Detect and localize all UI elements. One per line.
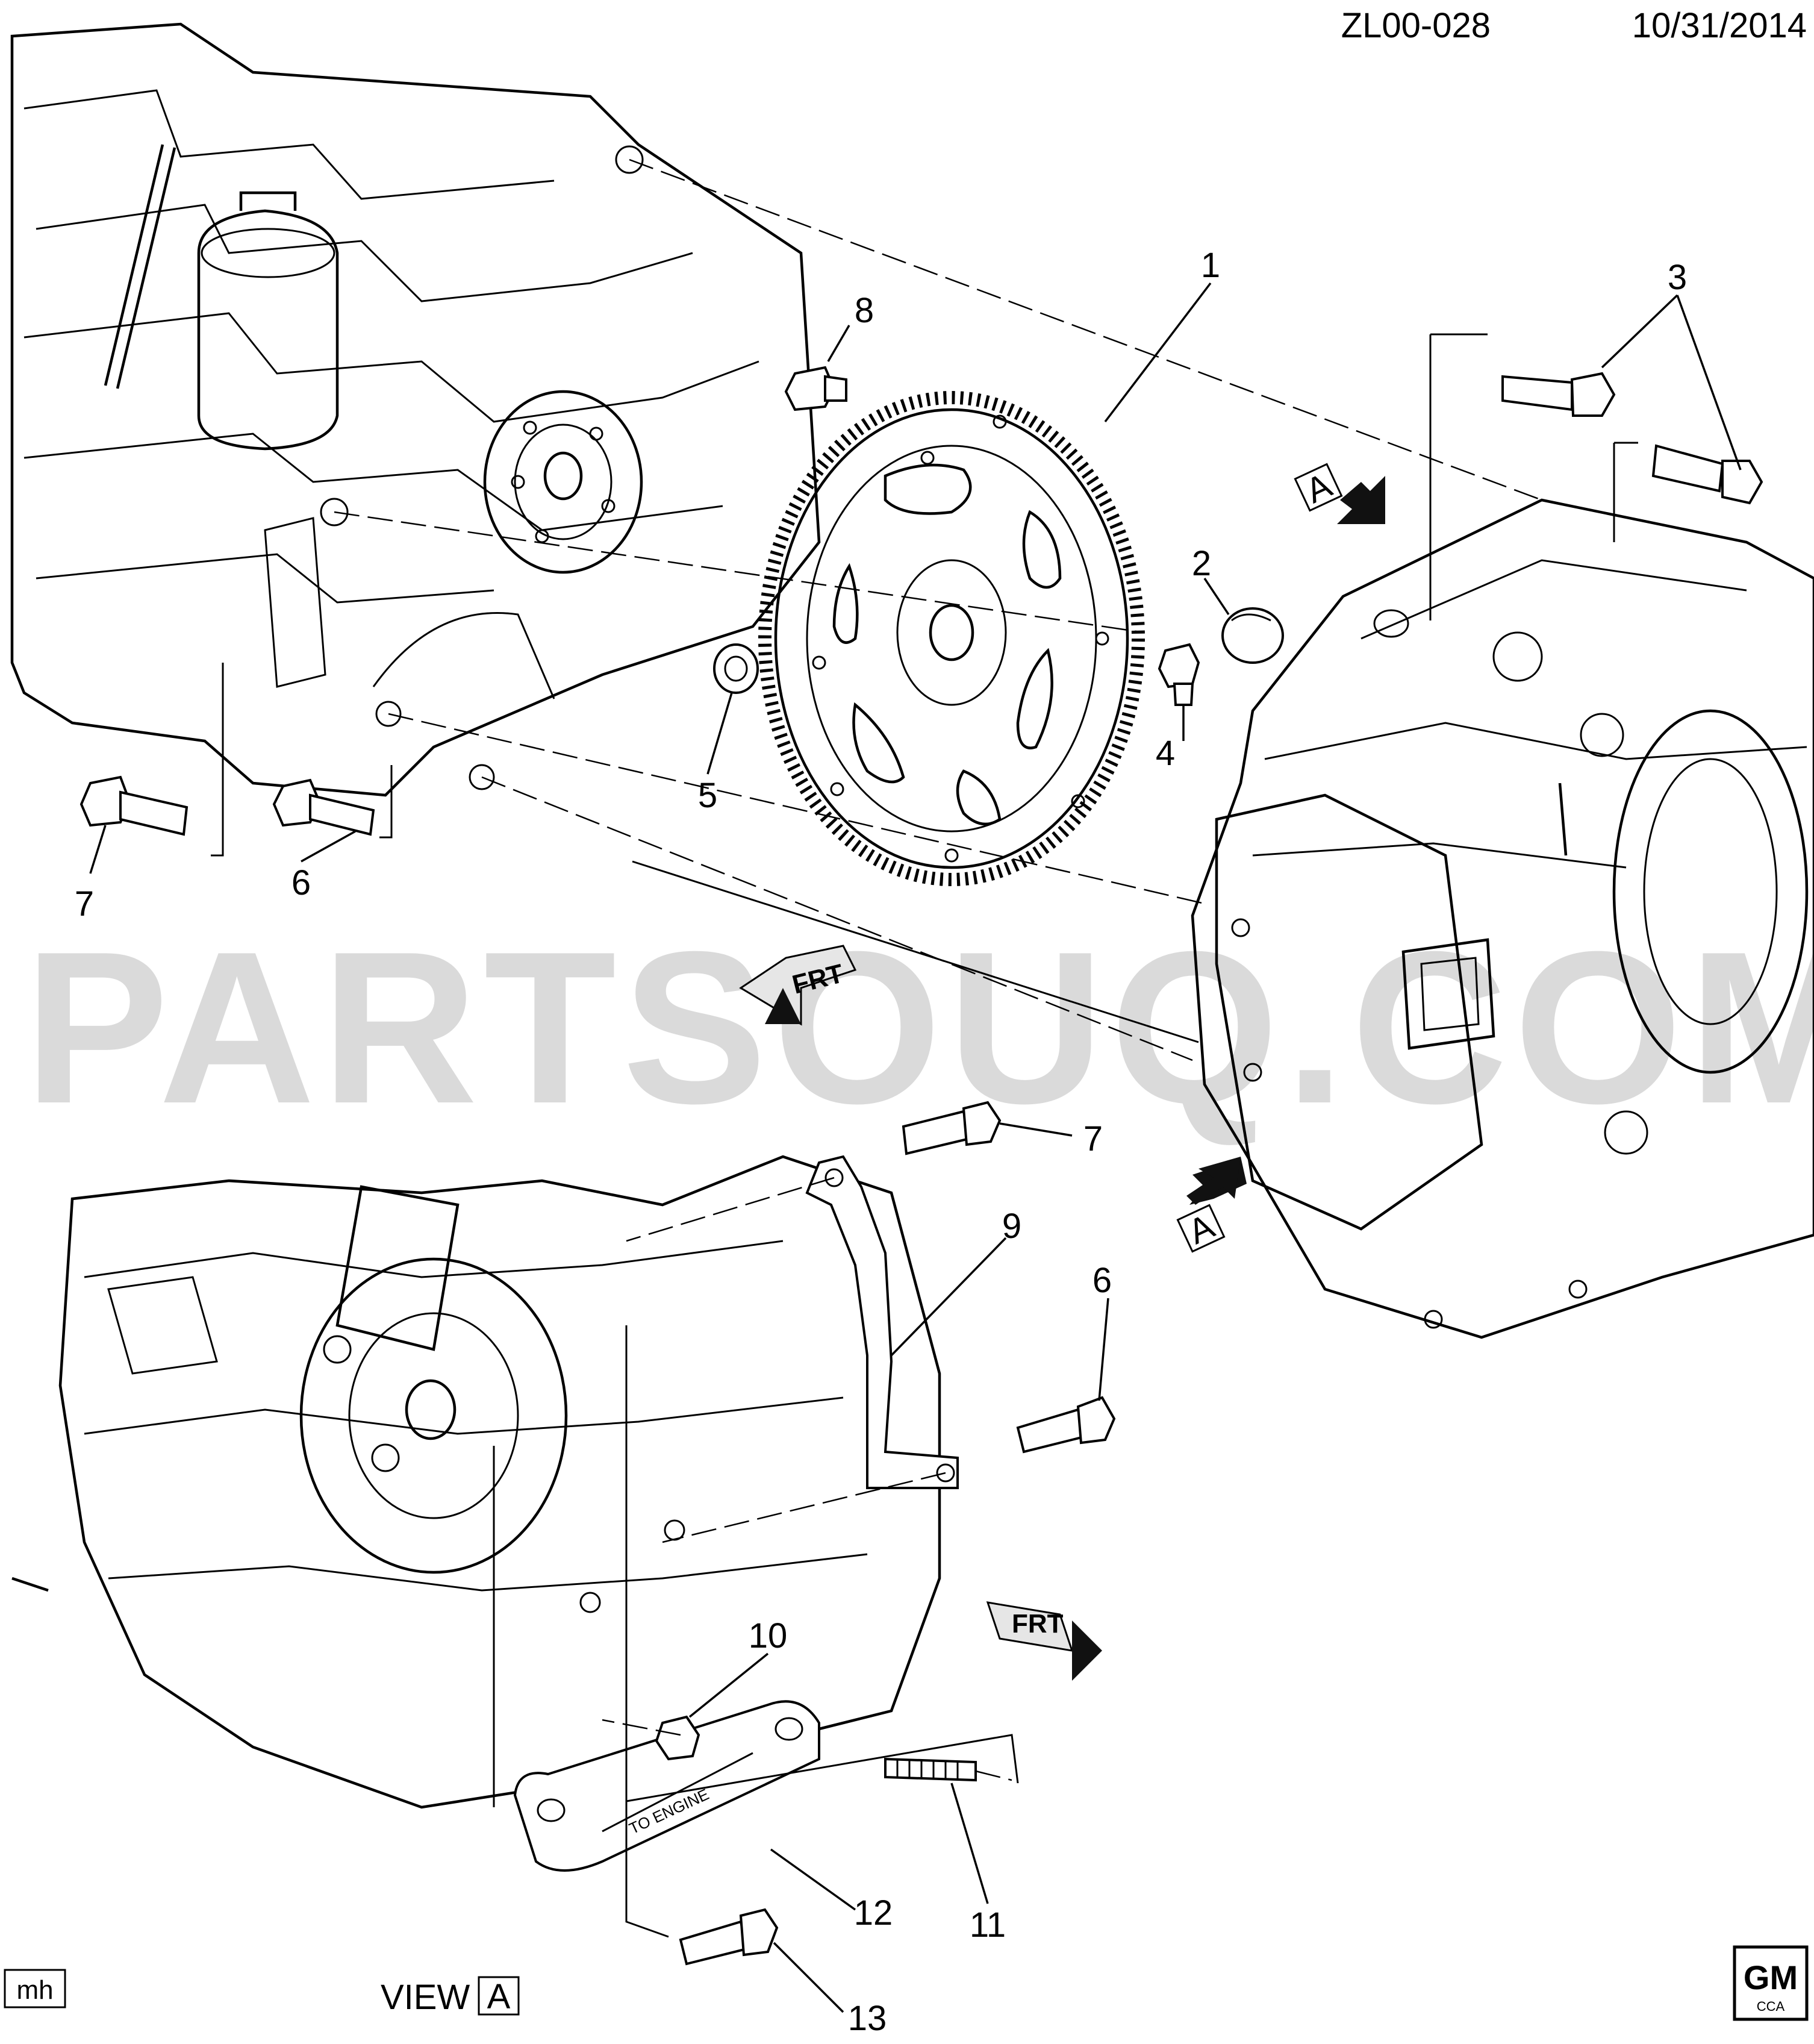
- bracket-9: [805, 1155, 959, 1489]
- bolt-6-lower: [1016, 1396, 1116, 1454]
- bushing-5: [713, 643, 759, 694]
- initials-box: [4, 1969, 66, 2008]
- watermark: PARTSOUQ.COM: [24, 907, 1814, 1149]
- callout-3: 3: [1668, 258, 1687, 297]
- gm-logo: [1733, 1945, 1809, 2021]
- callout-4: 4: [1156, 734, 1175, 773]
- callout-6-lower: 6: [1092, 1261, 1112, 1300]
- bolt-4: [1158, 643, 1200, 706]
- bolt-7-lower: [902, 1101, 1002, 1155]
- callout-7-lower: 7: [1083, 1119, 1103, 1158]
- frt-label-lower: FRT: [1012, 1609, 1064, 1639]
- callout-11: 11: [970, 1905, 1006, 1945]
- callout-12: 12: [854, 1893, 893, 1933]
- bolt-6-upper: [272, 778, 375, 836]
- callout-13: 13: [848, 1999, 887, 2038]
- view-letter-box: [478, 1976, 520, 2016]
- view-arrow-lower: A: [1176, 1157, 1247, 1253]
- callout-2: 2: [1192, 544, 1211, 583]
- callout-1: 1: [1201, 246, 1220, 285]
- stud-11: [884, 1757, 977, 1782]
- callout-9: 9: [1002, 1207, 1021, 1246]
- view-letter: A: [487, 1977, 511, 2016]
- header: ZL00-028 10/31/2014: [1341, 6, 1807, 45]
- bolt-3-upper: [1501, 372, 1616, 417]
- footer: mh VIEW A GM CCA: [4, 1945, 1809, 2021]
- gm-logo-text: GM: [1744, 1958, 1798, 1996]
- view-label: VIEW: [381, 1978, 470, 2017]
- diagram-date: 10/31/2014: [1632, 6, 1807, 45]
- view-arrow-upper: A: [1294, 463, 1385, 524]
- diagram-code: ZL00-028: [1341, 6, 1491, 45]
- engine-block-lower: [11, 1155, 941, 1809]
- leader-lines: [89, 282, 1742, 2013]
- callout-7-upper: 7: [75, 884, 94, 924]
- nut-10: [655, 1715, 700, 1761]
- engine-block-upper: [10, 22, 821, 797]
- callout-6-upper: 6: [291, 863, 311, 902]
- bolt-7-upper: [79, 775, 189, 836]
- callout-10: 10: [749, 1616, 788, 1655]
- callout-5: 5: [698, 776, 717, 815]
- transmission: [1191, 498, 1814, 1339]
- frt-marker-lower: FRT: [986, 1601, 1102, 1681]
- flexplate: [758, 391, 1145, 886]
- plug-2: [1221, 607, 1284, 664]
- callouts: 1 2 3 4 5 6 7 8 6 7 9 10 11 12 13: [75, 246, 1687, 2038]
- bolt-8: [784, 366, 847, 411]
- alignment-lines: [334, 158, 1542, 1781]
- gm-logo-sub: CCA: [1757, 1999, 1785, 2014]
- bolt-3-lower: [1651, 444, 1763, 505]
- author-initials: mh: [16, 1975, 53, 2005]
- guide-lines: [211, 333, 1638, 1938]
- callout-8: 8: [855, 291, 874, 330]
- bolt-13: [679, 1908, 779, 1966]
